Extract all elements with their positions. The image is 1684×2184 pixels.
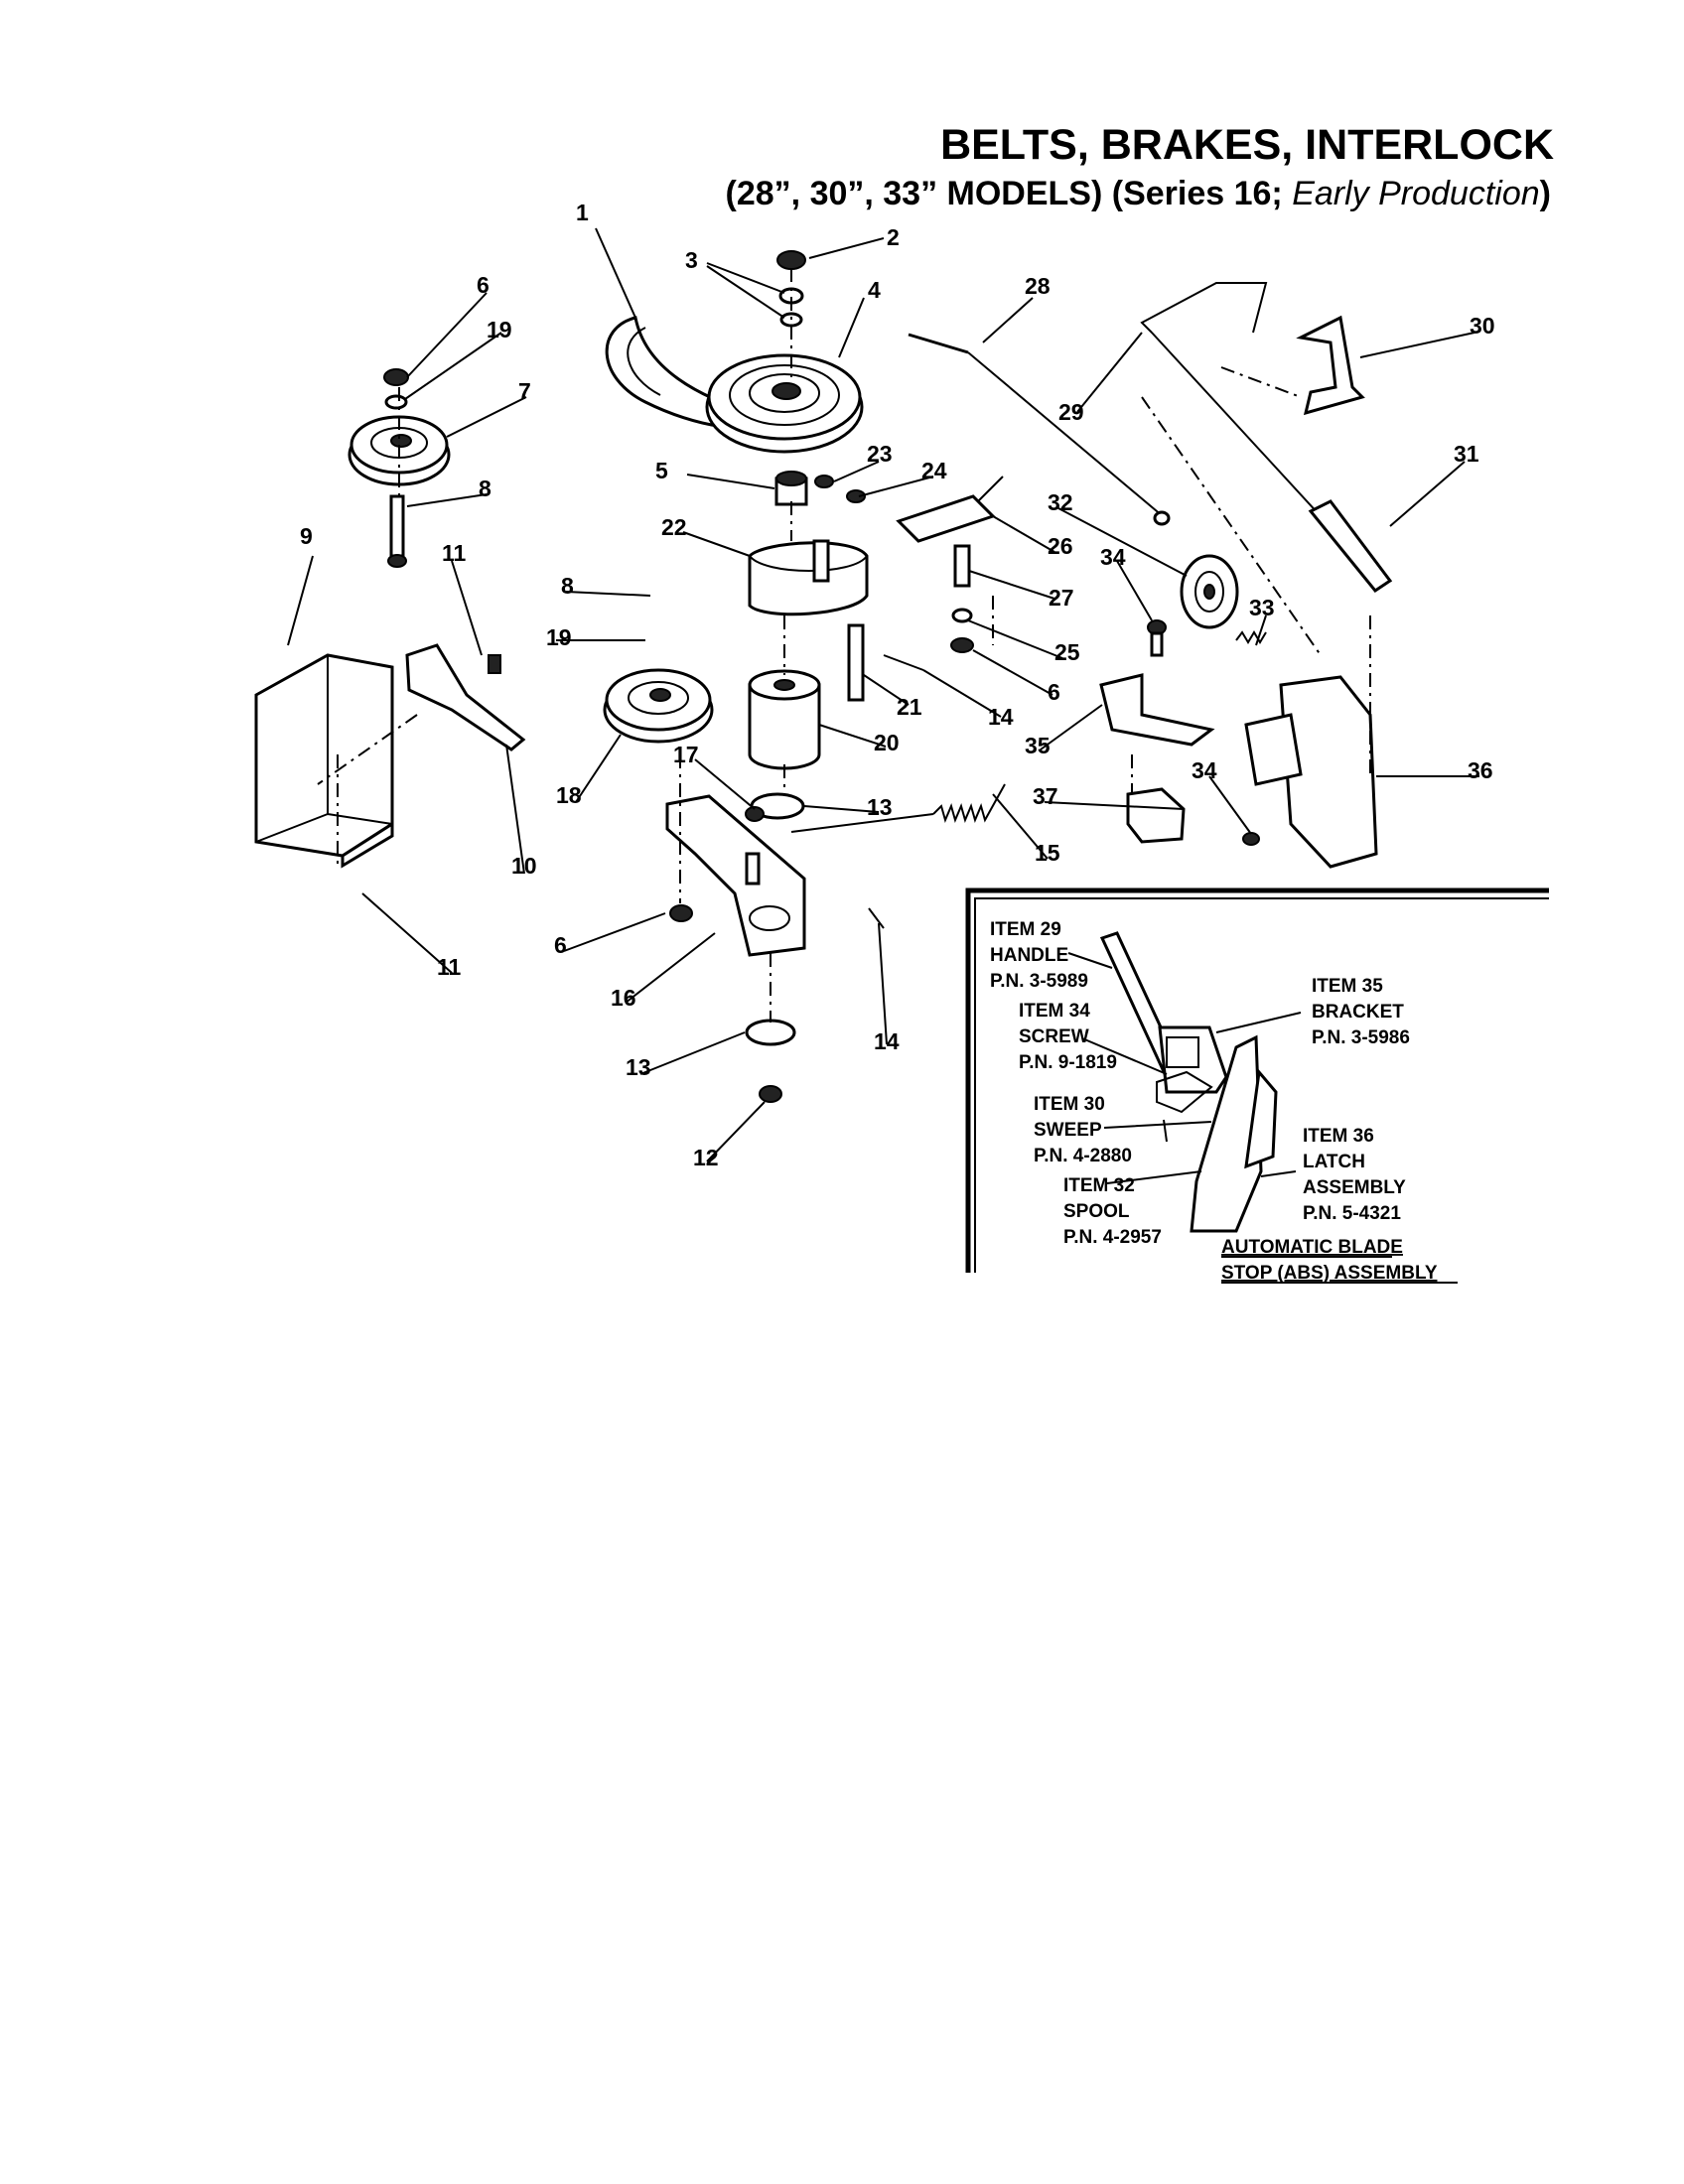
callout: 19 — [487, 317, 512, 342]
sweep-30 — [1296, 315, 1365, 416]
pin-21 — [847, 623, 924, 702]
callout: 12 — [693, 1145, 719, 1170]
callout: 35 — [1025, 733, 1051, 758]
pulley-18 — [603, 668, 714, 744]
plate-26 — [896, 476, 1004, 543]
callout: 19 — [546, 624, 572, 650]
callout: 6 — [1048, 679, 1060, 705]
callout: 1 — [576, 200, 589, 225]
callout: 11 — [437, 954, 462, 980]
callout: 24 — [921, 458, 947, 483]
handle-29 — [1140, 282, 1322, 517]
callout: 17 — [673, 742, 699, 767]
leader-lines — [287, 227, 1479, 1162]
callout: 36 — [1468, 757, 1493, 783]
latch-36 — [1235, 630, 1378, 869]
callout: 13 — [867, 794, 893, 820]
callout: 11 — [442, 540, 467, 566]
arm-22 — [748, 539, 869, 616]
callout: 9 — [300, 523, 313, 549]
bracket-35 — [1099, 619, 1215, 747]
spring-15 — [790, 783, 1006, 833]
bracket-16 — [665, 794, 885, 957]
callout: 3 — [685, 247, 698, 273]
bracket-9 — [254, 653, 394, 869]
callout: 21 — [897, 694, 922, 720]
small-parts-23-24 — [814, 475, 866, 503]
callout: 8 — [479, 476, 491, 501]
callout: 32 — [1048, 489, 1073, 515]
stud-27-nut-25-6 — [950, 544, 974, 653]
callout: 5 — [655, 458, 668, 483]
page-subtitle: (28”, 30”, 33” MODELS) (Series 16; Early… — [726, 175, 1551, 212]
spool-32 — [1180, 554, 1239, 629]
dashed-assembly-lines — [317, 268, 1371, 1023]
callout: 25 — [1054, 639, 1080, 665]
callout: 18 — [556, 782, 582, 808]
callout: 14 — [988, 704, 1014, 730]
callout: 10 — [511, 853, 537, 879]
callout: 29 — [1058, 399, 1084, 425]
callout: 15 — [1035, 840, 1060, 866]
callout: 2 — [887, 224, 900, 250]
callout: 33 — [1249, 595, 1275, 620]
callout: 4 — [868, 277, 881, 303]
pulley-4 — [705, 353, 864, 454]
callout: 23 — [867, 441, 893, 467]
callout: 7 — [518, 378, 531, 404]
callout: 37 — [1033, 783, 1058, 809]
callout: 6 — [477, 272, 490, 298]
callout: 20 — [874, 730, 900, 755]
callout: 27 — [1049, 585, 1074, 611]
callout: 26 — [1048, 533, 1073, 559]
callout: 6 — [554, 932, 567, 958]
bracket-10 — [405, 643, 526, 751]
inset-drawing — [1099, 931, 1278, 1233]
callout: 8 — [561, 573, 574, 599]
spacer-20 — [748, 669, 821, 770]
callout: 30 — [1470, 313, 1495, 339]
part-37 — [1126, 787, 1260, 846]
callout: 34 — [1192, 757, 1217, 783]
callout: 28 — [1025, 273, 1051, 299]
bushing-5 — [774, 471, 808, 506]
callout: 31 — [1454, 441, 1479, 467]
callout: 14 — [874, 1028, 900, 1054]
callout: 16 — [611, 985, 636, 1011]
grip-31 — [1308, 499, 1393, 594]
callout: 34 — [1100, 544, 1126, 570]
callout: 13 — [626, 1054, 651, 1080]
callout-numbers: 1 2 3 4 6 19 7 8 9 11 28 29 30 31 5 23 2… — [300, 200, 1495, 1170]
page-title: BELTS, BRAKES, INTERLOCK — [940, 121, 1554, 169]
callout: 22 — [661, 514, 687, 540]
cable-28 — [908, 333, 1171, 526]
